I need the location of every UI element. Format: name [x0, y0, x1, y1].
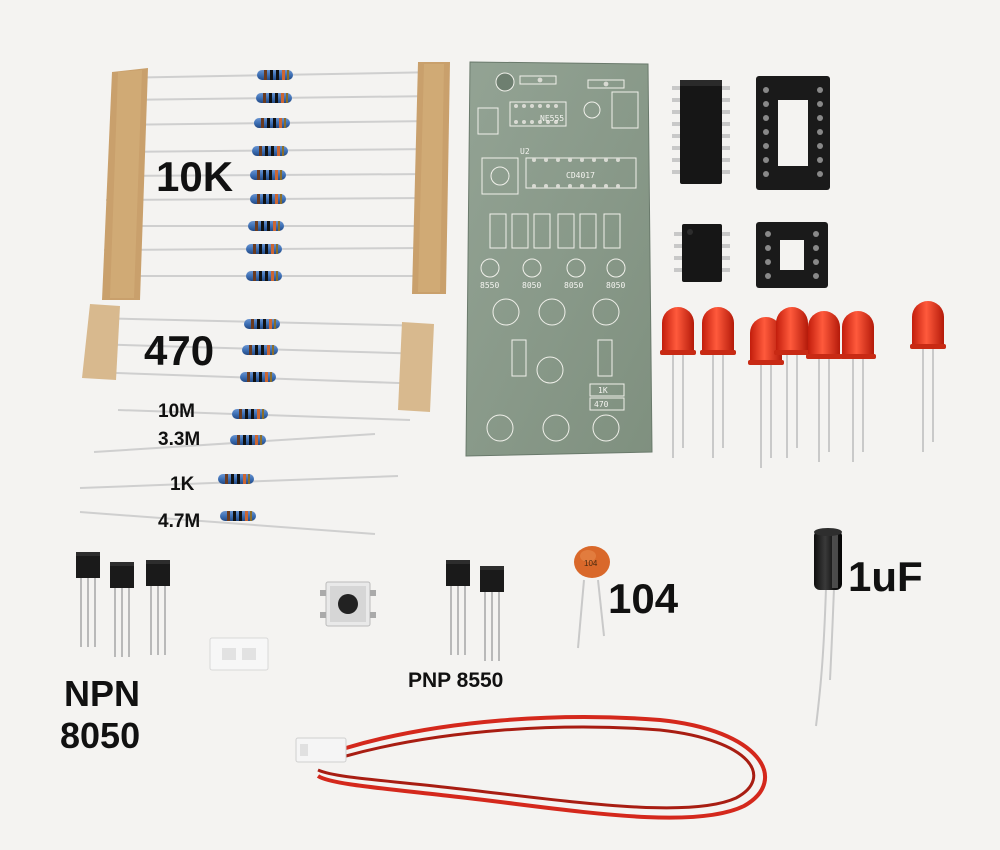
- resistor-strip-10k: [102, 62, 450, 300]
- ceramic-cap-marking: 104: [584, 559, 598, 568]
- label-4-7m: 4.7M: [158, 511, 201, 532]
- label-1k: 1K: [170, 474, 195, 495]
- pcb-transistor-label: 8050: [564, 281, 583, 290]
- electrolytic-capacitor: [814, 528, 842, 727]
- label-3-3m: 3.3M: [158, 429, 201, 450]
- pcb-board: NE555 CD4017 U2 8550 8050 8050 8050 1K 4…: [465, 61, 653, 457]
- loose-resistors: [79, 409, 411, 535]
- pcb-transistor-label: 8050: [522, 281, 541, 290]
- red-leds: [659, 300, 947, 469]
- pcb-ic2-label: CD4017: [566, 171, 595, 180]
- pcb-r1k-label: 1K: [598, 386, 608, 395]
- red-wire-lead: [295, 715, 767, 820]
- pcb-ic1-label: NE555: [540, 114, 564, 123]
- label-pnp-8550: PNP 8550: [408, 669, 504, 692]
- label-npn: NPN: [64, 673, 141, 714]
- ic-ne555-chip: [674, 224, 730, 282]
- ceramic-capacitor: 104: [574, 546, 610, 649]
- pcb-r470-label: 470: [594, 400, 609, 409]
- label-470: 470: [144, 327, 215, 374]
- ic-cd4017-chip: [672, 80, 730, 184]
- resistor-strip-470: [82, 304, 434, 412]
- pcb-transistor-label: 8550: [480, 281, 499, 290]
- push-button-switch: [320, 581, 376, 627]
- ic-socket-8pin: [756, 222, 828, 288]
- label-10m: 10M: [158, 401, 195, 422]
- pcb-u2-label: U2: [520, 147, 530, 156]
- label-8050: 8050: [60, 715, 141, 756]
- npn-transistors: [75, 551, 171, 658]
- label-104: 104: [608, 575, 679, 622]
- label-10k: 10K: [156, 153, 234, 200]
- ic-socket-16pin: [756, 76, 830, 190]
- pcb-transistor-label: 8050: [606, 281, 625, 290]
- jst-connector: [209, 637, 269, 671]
- label-1uf: 1uF: [848, 553, 923, 600]
- pnp-transistors: [445, 559, 505, 662]
